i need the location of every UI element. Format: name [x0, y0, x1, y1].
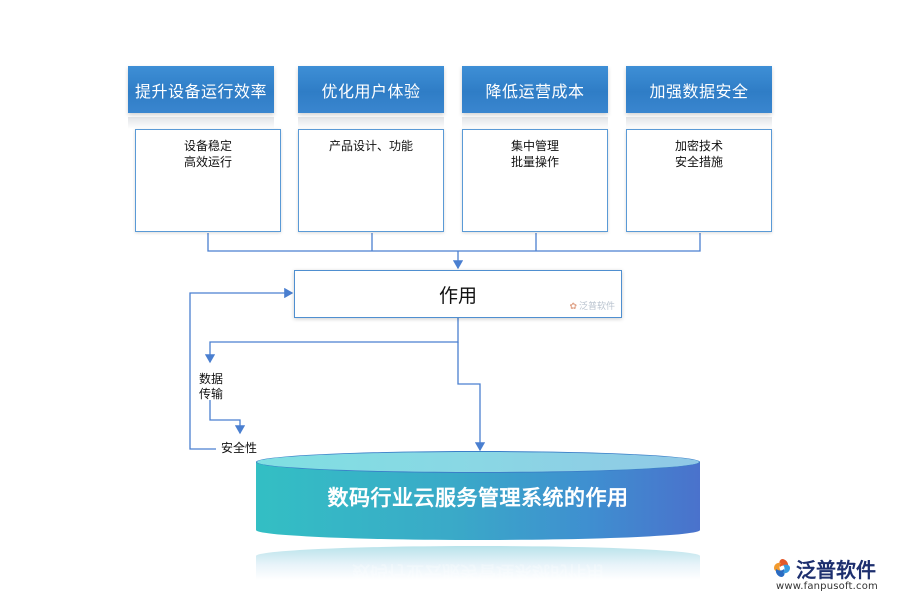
card-line: 安全措施: [674, 155, 723, 169]
system-title: 数码行业云服务管理系统的作用: [327, 485, 629, 510]
security-label: 安全性: [221, 441, 258, 455]
brand-flower-icon: [774, 559, 790, 577]
header-shadow: [626, 117, 772, 129]
arrow-to-security: [209, 400, 246, 435]
system-cylinder-top: [256, 451, 700, 473]
header-shadow: [462, 117, 608, 129]
watermark-logo: ✿泛普软件: [569, 302, 615, 312]
brand-logo: 泛普软件 www.fanpusoft.com: [770, 553, 894, 595]
card-line: 设备稳定: [183, 139, 232, 153]
brand-name: 泛普软件: [796, 558, 876, 582]
arrow-to-data-transfer: [204, 318, 459, 364]
card-line: 高效运行: [183, 155, 232, 169]
card-line: 集中管理: [510, 139, 559, 153]
card-line: 加密技术: [674, 139, 723, 153]
card-line: 批量操作: [510, 155, 559, 169]
column-2-card: 产品设计、功能: [298, 129, 444, 232]
brand-url: www.fanpusoft.com: [776, 581, 878, 592]
arrow-to-system: [457, 342, 486, 452]
effect-box: 作用 ✿泛普软件: [294, 270, 622, 318]
cylinder-reflection: [256, 546, 700, 580]
top-bus-line: [207, 233, 701, 252]
data-transfer-label: 数据 传输: [199, 372, 224, 401]
system-cylinder: [256, 462, 700, 540]
column-4-header: 加强数据安全: [626, 66, 772, 113]
column-1-card: 设备稳定 高效运行: [135, 129, 281, 232]
column-3-header: 降低运营成本: [462, 66, 608, 113]
column-4-card: 加密技术 安全措施: [626, 129, 772, 232]
column-1-header: 提升设备运行效率: [128, 66, 274, 113]
column-2-header: 优化用户体验: [298, 66, 444, 113]
header-shadow: [298, 117, 444, 129]
reflection-text: 数码行业云服务管理系统的作用: [352, 561, 604, 582]
header-shadow: [128, 117, 274, 129]
card-line: 产品设计、功能: [328, 139, 413, 153]
column-3-card: 集中管理 批量操作: [462, 129, 608, 232]
effect-label: 作用: [438, 284, 477, 307]
feedback-loop-arrow: [189, 287, 294, 450]
